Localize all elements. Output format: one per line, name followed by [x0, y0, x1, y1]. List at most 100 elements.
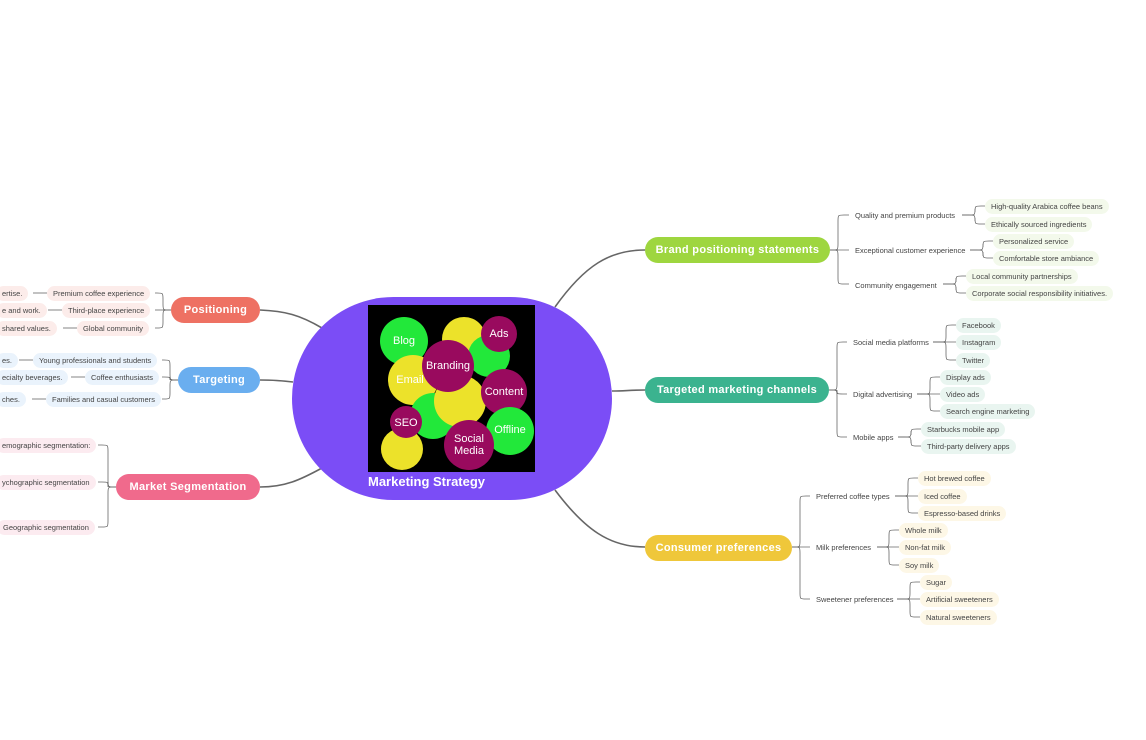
- leaf[interactable]: Facebook: [956, 318, 1001, 333]
- connector-line: [830, 249, 849, 285]
- bubble-ads: [481, 316, 517, 352]
- bubble-label: Ads: [489, 328, 509, 340]
- connector-line: [830, 214, 849, 251]
- topic-targeting[interactable]: Targeting: [178, 367, 260, 393]
- connector-line: [98, 481, 116, 488]
- connector-line: [829, 341, 847, 391]
- subtopic[interactable]: Mobile apps: [853, 433, 894, 442]
- connector-line: [162, 379, 178, 400]
- leaf[interactable]: shared values.: [0, 321, 57, 336]
- leaf[interactable]: Corporate social responsibility initiati…: [966, 286, 1114, 301]
- connector-line: [898, 436, 921, 447]
- leaf[interactable]: Ethically sourced ingredients: [985, 217, 1093, 232]
- leaf[interactable]: Video ads: [940, 387, 986, 402]
- leaf[interactable]: Display ads: [940, 370, 991, 385]
- leaf[interactable]: Hot brewed coffee: [918, 471, 991, 486]
- subtopic[interactable]: Premium coffee experience: [47, 286, 151, 301]
- subtopic[interactable]: Quality and premium products: [855, 211, 956, 220]
- leaf[interactable]: Twitter: [956, 353, 991, 368]
- connector-line: [792, 495, 810, 548]
- leaf[interactable]: Personalized service: [993, 234, 1075, 249]
- subtopic[interactable]: Community engagement: [855, 281, 937, 290]
- leaf[interactable]: Artificial sweeteners: [920, 592, 999, 607]
- leaf[interactable]: Natural sweeteners: [920, 610, 997, 625]
- bubble-label: Branding: [425, 360, 471, 372]
- leaf[interactable]: Soy milk: [899, 558, 940, 573]
- leaf[interactable]: Comfortable store ambiance: [993, 251, 1100, 266]
- leaf[interactable]: ches.: [0, 392, 26, 407]
- bubble-label: Social Media: [454, 433, 484, 457]
- subtopic[interactable]: Geographic segmentation: [0, 520, 95, 535]
- connector-line: [829, 389, 847, 395]
- connector-line: [895, 477, 918, 497]
- subtopic[interactable]: Digital advertising: [853, 390, 913, 399]
- connector-line: [792, 546, 810, 600]
- connector-line: [98, 444, 116, 488]
- central-topic-image: Blog Ads Branding Email Content SEO Soci…: [368, 305, 535, 472]
- connector-line: [98, 486, 116, 528]
- main-connector: [554, 249, 646, 308]
- leaf[interactable]: Non-fat milk: [899, 540, 952, 555]
- subtopic[interactable]: Families and casual customers: [46, 392, 161, 407]
- connector-line: [933, 341, 956, 361]
- bubble-label: Content: [484, 386, 524, 398]
- connector-line: [943, 275, 966, 285]
- leaf[interactable]: Iced coffee: [918, 489, 967, 504]
- leaf[interactable]: Search engine marketing: [940, 404, 1036, 419]
- main-connector: [611, 389, 646, 392]
- topic-consumer-preferences[interactable]: Consumer preferences: [645, 535, 792, 561]
- connector-line: [962, 214, 985, 225]
- leaf[interactable]: Instagram: [956, 335, 1002, 350]
- connector-line: [943, 283, 966, 294]
- subtopic[interactable]: Sweetener preferences: [816, 595, 894, 604]
- connector-line: [877, 546, 899, 566]
- bubble-seo: [390, 406, 422, 438]
- connector-line: [829, 389, 847, 438]
- subtopic[interactable]: Social media platforms: [853, 338, 929, 347]
- leaf[interactable]: ertise.: [0, 286, 29, 301]
- leaf[interactable]: e and work.: [0, 303, 47, 318]
- bubble-branding: [422, 340, 474, 392]
- bubble-label: Offline: [494, 424, 526, 436]
- leaf[interactable]: Espresso-based drinks: [918, 506, 1007, 521]
- topic-positioning[interactable]: Positioning: [171, 297, 260, 323]
- connector-line: [897, 598, 920, 618]
- bubble-label: Blog: [392, 335, 416, 347]
- connector-line: [970, 249, 993, 259]
- topic-targeted-channels[interactable]: Targeted marketing channels: [645, 377, 829, 403]
- leaf[interactable]: Whole milk: [899, 523, 948, 538]
- main-connector: [259, 309, 323, 329]
- subtopic[interactable]: Coffee enthusiasts: [85, 370, 159, 385]
- connector-line: [155, 309, 171, 329]
- subtopic[interactable]: Exceptional customer experience: [855, 246, 966, 255]
- connector-line: [877, 529, 899, 548]
- topic-brand-positioning[interactable]: Brand positioning statements: [645, 237, 830, 263]
- connector-line: [155, 292, 171, 311]
- topic-market-segmentation[interactable]: Market Segmentation: [116, 474, 260, 500]
- leaf[interactable]: ecialty beverages.: [0, 370, 69, 385]
- subtopic[interactable]: Global community: [77, 321, 150, 336]
- subtopic[interactable]: ychographic segmentation: [0, 475, 96, 490]
- connector-line: [895, 495, 918, 514]
- connector-line: [162, 376, 178, 381]
- leaf[interactable]: es.: [0, 353, 19, 368]
- leaf[interactable]: Starbucks mobile app: [921, 422, 1006, 437]
- subtopic[interactable]: Preferred coffee types: [816, 492, 890, 501]
- subtopic[interactable]: Young professionals and students: [33, 353, 158, 368]
- leaf[interactable]: Third-party delivery apps: [921, 439, 1016, 454]
- main-connector: [259, 467, 323, 488]
- connector-line: [917, 376, 940, 395]
- connector-line: [970, 240, 993, 251]
- main-connector: [554, 489, 646, 548]
- leaf[interactable]: High-quality Arabica coffee beans: [985, 199, 1109, 214]
- bubble-social-media: [444, 420, 494, 470]
- subtopic[interactable]: Third-place experience: [62, 303, 151, 318]
- subtopic[interactable]: Milk preferences: [816, 543, 872, 552]
- leaf[interactable]: Local community partnerships: [966, 269, 1078, 284]
- bubble-label: SEO: [394, 417, 418, 429]
- bubble-offline: [486, 407, 534, 455]
- main-connector: [259, 379, 294, 383]
- bubble-label: Email: [396, 374, 424, 386]
- leaf[interactable]: Sugar: [920, 575, 953, 590]
- subtopic[interactable]: emographic segmentation:: [0, 438, 97, 453]
